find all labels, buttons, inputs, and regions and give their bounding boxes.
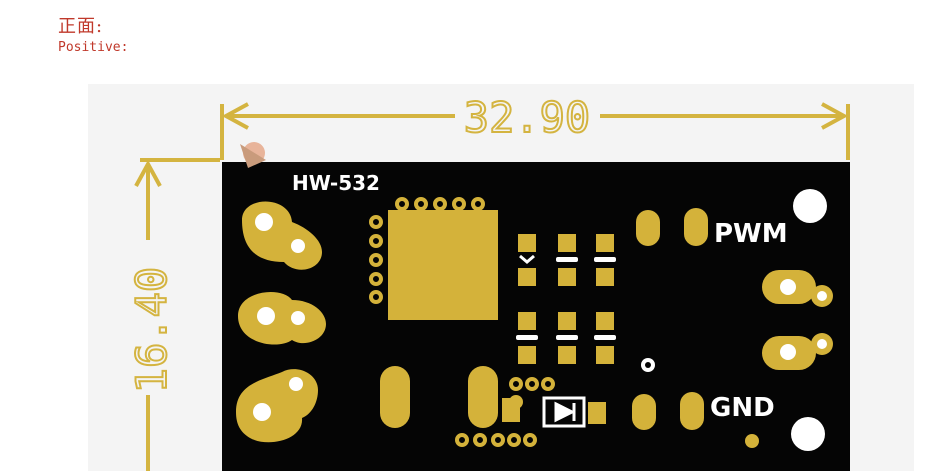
ic-chip	[369, 197, 498, 320]
silkscreen-marks	[516, 254, 616, 340]
lower-pads	[380, 366, 606, 428]
diode-silkscreen	[542, 396, 586, 428]
header-pads	[632, 208, 708, 430]
small-ring-pads	[455, 377, 555, 447]
width-dimension	[220, 102, 850, 160]
heading: 正面: Positive:	[58, 12, 128, 55]
gnd-label: GND	[710, 393, 775, 423]
height-dimension	[134, 158, 220, 471]
pwm-label: PWM	[714, 219, 788, 249]
via-pad	[745, 434, 759, 448]
left-terminal-pads	[236, 201, 326, 443]
title-chinese: 正面:	[58, 16, 104, 37]
smd-pads	[518, 234, 614, 364]
width-label: 32.90	[464, 93, 590, 142]
mounting-hole-top	[793, 189, 827, 223]
mounting-hole-bottom	[791, 417, 825, 451]
height-label: 16.40	[127, 267, 176, 393]
board-model-label: HW-532	[292, 171, 380, 195]
title-english: Positive:	[58, 40, 129, 55]
pin1-marker-tip	[240, 144, 266, 168]
right-terminal-pads	[762, 270, 833, 370]
